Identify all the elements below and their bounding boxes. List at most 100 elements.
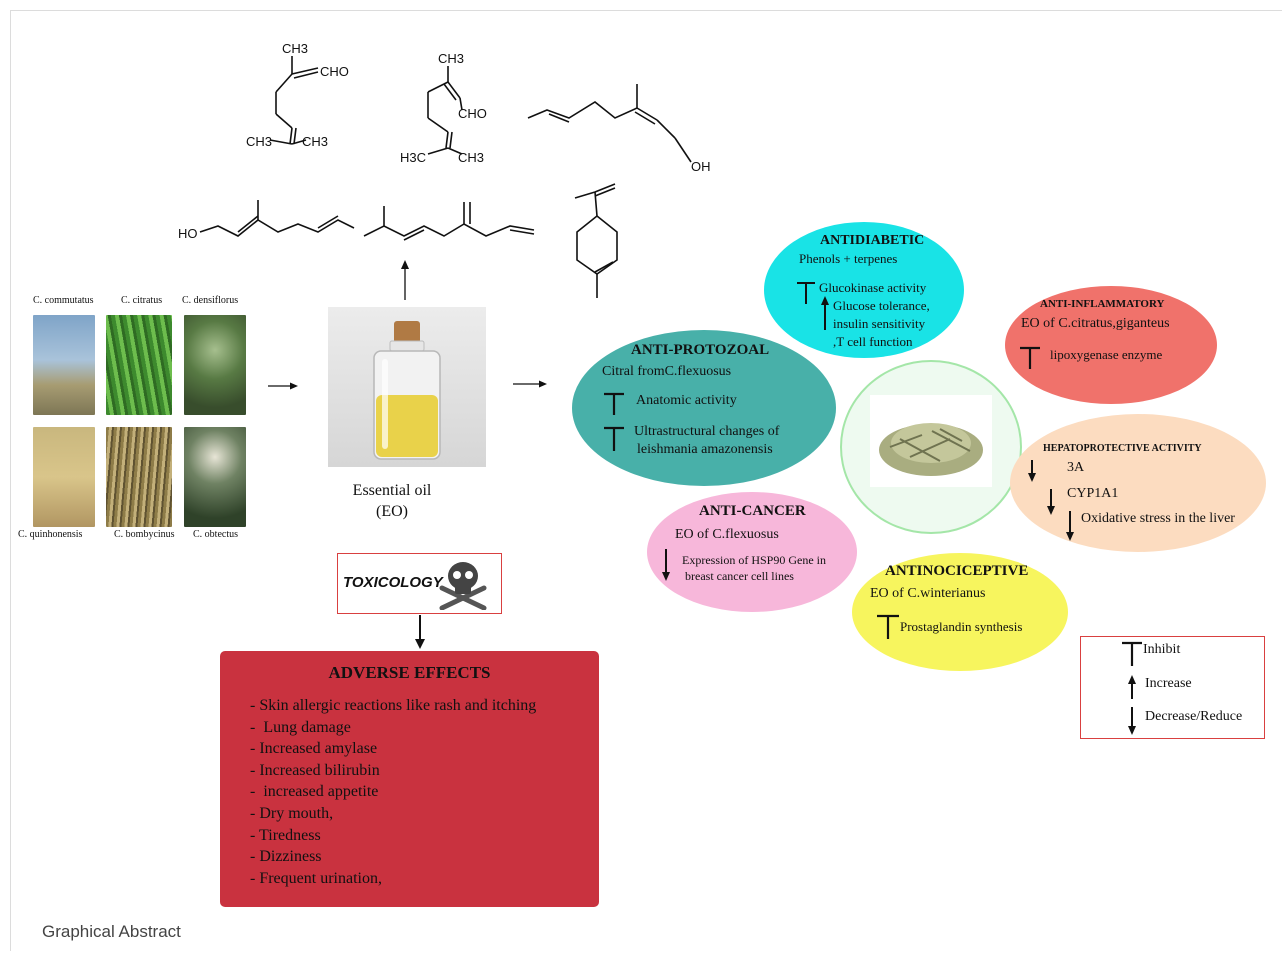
increase-icon [1128, 675, 1136, 699]
species-photo [184, 427, 246, 527]
species-photo [33, 427, 95, 527]
antidiabetic-increase-text: Glucose tolerance, [833, 298, 930, 313]
antidiabetic-inhibit-text: Glucokinase activity [819, 280, 927, 295]
legend-decrease-label: Decrease/Reduce [1145, 709, 1243, 724]
anti-cancer-ellipse [647, 492, 857, 612]
up-arrow [401, 260, 409, 300]
adverse-effects-box: ADVERSE EFFECTS - Skin allergic reaction… [220, 651, 599, 907]
list-item: - Skin allergic reactions like rash and … [250, 697, 537, 714]
anti-protozoal-inhibit-text: Ultrastructural changes of [634, 424, 780, 439]
antidiabetic-subtitle: Phenols + terpenes [799, 251, 898, 266]
antidiabetic-increase-text: ,T cell function [833, 334, 913, 349]
inhibit-icon [1122, 641, 1142, 666]
anti-protozoal-subtitle: Citral fromC.flexuosus [602, 364, 732, 379]
essential-oil-label: Essential oil (EO) [330, 480, 454, 522]
species-photo [33, 315, 95, 415]
antinociceptive-subtitle: EO of C.winterianus [870, 586, 986, 601]
mol-label-ch3: CH3 [282, 41, 308, 56]
inhibit-icon [877, 614, 899, 639]
inhibit-icon [604, 426, 624, 451]
mol-label-ch3: CH3 [246, 134, 272, 149]
molecule-limonene [574, 183, 618, 298]
list-item: - increased appetite [250, 783, 379, 801]
anti-protozoal-inhibit-text: Anatomic activity [636, 393, 737, 408]
increase-icon [821, 296, 829, 330]
decrease-icon [1047, 489, 1055, 515]
adverse-effects-list: - Skin allergic reactions like rash and … [250, 695, 536, 889]
species-label: C. densiflorus [182, 295, 239, 306]
hepatoprotective-ellipse [1010, 414, 1266, 552]
mol-label-cho: CHO [320, 64, 349, 79]
molecule-neral: CH3 CHO H3C CH3 [400, 51, 487, 165]
hepatoprotective-decrease-text: CYP1A1 [1067, 486, 1119, 501]
right-arrow [268, 382, 298, 390]
mol-label-ho: HO [178, 226, 198, 241]
species-photo [106, 315, 172, 415]
mol-label-ch3: CH3 [302, 134, 328, 149]
decrease-icon [1028, 460, 1036, 482]
mol-label-ch3: CH3 [458, 150, 484, 165]
species-photo [106, 427, 172, 527]
anti-inflammatory-ellipse [1005, 286, 1217, 404]
species-label: C. commutatus [33, 295, 94, 306]
anti-protozoal-title: ANTI-PROTOZOAL [631, 342, 770, 358]
essential-oil-photo [328, 307, 486, 467]
decrease-icon [1128, 707, 1136, 735]
species-label: C. obtectus [193, 529, 238, 540]
inhibit-icon [797, 282, 815, 304]
bottle-icon [373, 321, 441, 460]
list-item: - Increased bilirubin [250, 761, 380, 779]
mol-label-h3c: H3C [400, 150, 426, 165]
inhibit-icon [604, 392, 624, 415]
list-item: - Dry mouth, [250, 804, 334, 822]
decrease-icon [1066, 511, 1074, 541]
antidiabetic-increase-text: insulin sensitivity [833, 316, 926, 331]
anti-cancer-decrease-text: Expression of HSP90 Gene in [682, 553, 826, 567]
molecule-nerol: OH [527, 84, 711, 174]
eo-line: Essential oil [352, 482, 432, 499]
eo-line: (EO) [376, 503, 408, 520]
legend-increase-label: Increase [1145, 676, 1192, 691]
anti-cancer-decrease-text: breast cancer cell lines [685, 569, 794, 583]
anti-protozoal-inhibit-text: leishmania amazonensis [637, 442, 773, 457]
anti-protozoal-ellipse [572, 330, 836, 486]
antidiabetic-ellipse [764, 222, 964, 358]
molecule-geraniol: HO [178, 200, 355, 241]
figure-frame [10, 10, 1282, 951]
hepatoprotective-title: HEPATOPROTECTIVE ACTIVITY [1043, 443, 1202, 454]
anti-cancer-title: ANTI-CANCER [699, 503, 806, 519]
molecule-geranial: CH3 CHO CH3 CH3 [246, 41, 349, 149]
antidiabetic-title: ANTIDIABETIC [820, 233, 925, 248]
hepatoprotective-decrease-text: Oxidative stress in the liver [1081, 511, 1235, 526]
anti-cancer-subtitle: EO of C.flexuosus [675, 527, 779, 542]
anti-inflammatory-subtitle: EO of C.citratus,giganteus [1021, 316, 1170, 331]
antinociceptive-ellipse [852, 553, 1068, 671]
mol-label-oh: OH [691, 159, 711, 174]
antinociceptive-inhibit-text: Prostaglandin synthesis [900, 619, 1023, 634]
list-item: - Tiredness [250, 826, 321, 844]
mol-label-cho: CHO [458, 106, 487, 121]
list-item: - Frequent urination, [250, 869, 382, 887]
species-label: C. citratus [121, 295, 163, 306]
legend-inhibit-label: Inhibit [1143, 642, 1181, 657]
dried-herb-icon [879, 423, 983, 476]
figure-caption: Graphical Abstract [42, 922, 181, 941]
mol-label-ch3: CH3 [438, 51, 464, 66]
list-item: - Increased amylase [250, 740, 378, 758]
right-arrow [513, 380, 547, 388]
adverse-effects-title: ADVERSE EFFECTS [328, 663, 491, 682]
list-item: - Dizziness [250, 848, 322, 866]
hepatoprotective-decrease-text: 3A [1067, 460, 1085, 475]
antinociceptive-title: ANTINOCICEPTIVE [885, 563, 1029, 579]
anti-inflammatory-inhibit-text: lipoxygenase enzyme [1050, 347, 1163, 362]
toxicology-label: TOXICOLOGY [343, 574, 443, 591]
anti-inflammatory-title: ANTI-INFLAMMATORY [1040, 298, 1165, 310]
skull-crossbones-icon [439, 562, 487, 610]
legend-box: Inhibit Increase Decrease/Reduce [1080, 636, 1265, 739]
lemongrass-photo [870, 395, 992, 487]
molecule-myrcene [363, 202, 535, 241]
decrease-icon [662, 549, 670, 581]
down-arrow [415, 615, 425, 649]
toxicology-box: TOXICOLOGY [337, 553, 502, 614]
list-item: - Lung damage [250, 718, 351, 736]
